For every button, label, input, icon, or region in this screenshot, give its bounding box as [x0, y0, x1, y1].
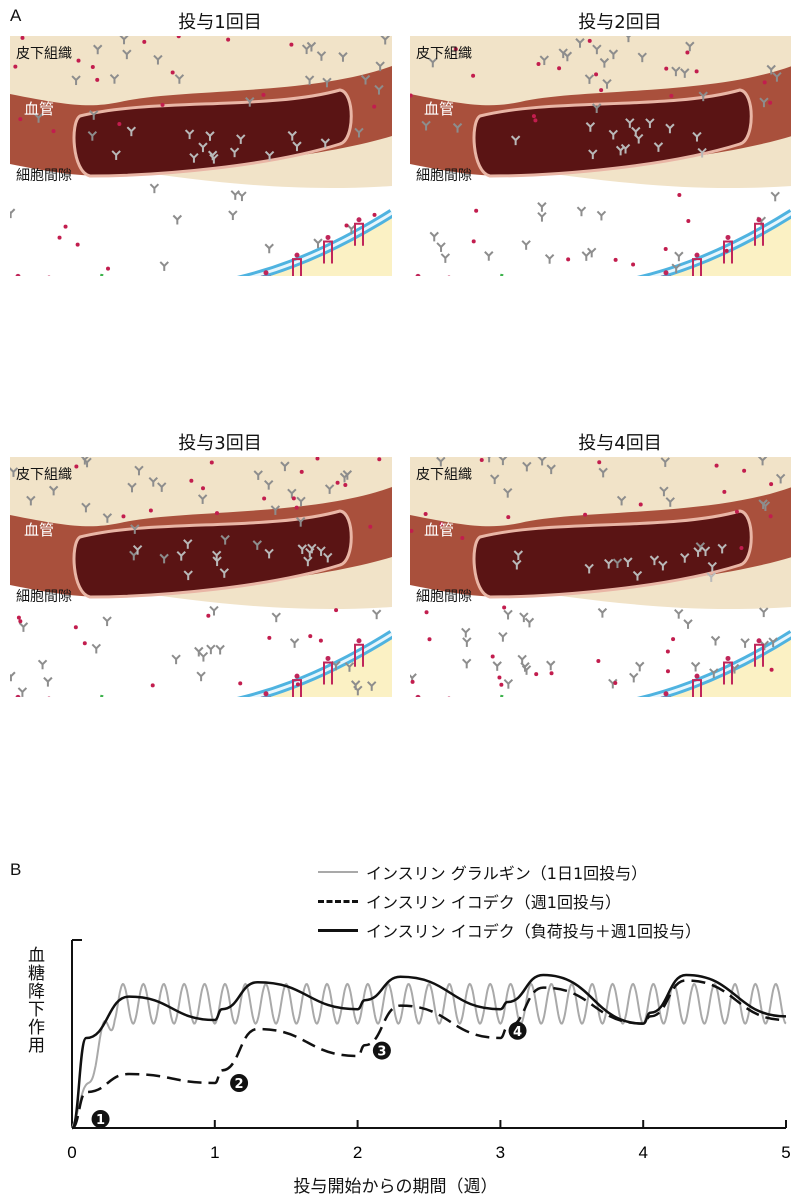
legend-label-icodec-weekly: インスリン イコデク（週1回投与）	[366, 889, 621, 913]
legend-label-icodec-loading: インスリン イコデク（負荷投与＋週1回投与）	[366, 918, 701, 942]
subcutaneous-label-line-1: 皮下組織	[416, 46, 472, 64]
interstitial-label-line-1: 細胞間隙	[416, 168, 472, 186]
legend-item-glargine: インスリン グラルギン（1日1回投与）	[318, 860, 647, 884]
interstitial-label: 細胞間隙	[16, 168, 72, 186]
subcutaneous-label-line-1: 皮下組織	[16, 46, 72, 64]
tile-title-1: 投与1回目	[30, 8, 410, 34]
interstitial-label: 細胞間隙	[416, 589, 472, 607]
legend-swatch-glargine	[318, 871, 358, 873]
panel-a-letter: A	[10, 6, 21, 26]
dose-marker-3	[373, 1042, 391, 1060]
interstitial-label-line-1: 細胞間隙	[16, 589, 72, 607]
x-tick-label-2: 2	[353, 1143, 362, 1162]
legend-item-icodec-weekly: インスリン イコデク（週1回投与）	[318, 889, 621, 913]
legend-item-icodec-loading: インスリン イコデク（負荷投与＋週1回投与）	[318, 918, 701, 942]
y-axis-label: 血糖降下作用	[22, 946, 47, 1054]
vessel-label: 血管	[24, 521, 54, 540]
vessel-label-line-1: 血管	[424, 100, 454, 119]
interstitial-label-line-1: 細胞間隙	[16, 168, 72, 186]
dose-marker-1	[92, 1110, 110, 1128]
vessel-label-line-1: 血管	[424, 521, 454, 540]
dose-marker-4	[509, 1022, 527, 1040]
vessel-label: 血管	[424, 100, 454, 119]
panel-b-letter: B	[10, 860, 21, 880]
interstitial-label: 細胞間隙	[416, 168, 472, 186]
subcutaneous-label: 皮下組織	[416, 467, 472, 485]
tile-title-3: 投与3回目	[30, 429, 410, 455]
dose-marker-2	[230, 1074, 248, 1092]
vessel-label: 血管	[24, 100, 54, 119]
illustration-tile-1: 皮下組織血管細胞間隙細胞内グルコース取込みインスリン受容体への結合と活性化クリア…	[10, 36, 392, 276]
x-tick-label-0: 0	[67, 1143, 76, 1162]
subcutaneous-label: 皮下組織	[16, 46, 72, 64]
tile-title-4: 投与4回目	[430, 429, 791, 455]
dose-marker-label-4: 4	[513, 1025, 522, 1040]
legend-label-glargine: インスリン グラルギン（1日1回投与）	[366, 860, 647, 884]
dose-marker-label-3: 3	[377, 1045, 386, 1060]
series-icodec-weekly-line	[72, 980, 786, 1128]
subcutaneous-label-line-1: 皮下組織	[16, 467, 72, 485]
subcutaneous-label: 皮下組織	[16, 467, 72, 485]
x-axis-label: 投与開始からの期間（週）	[0, 1172, 791, 1197]
vessel-label-line-1: 血管	[24, 100, 54, 119]
series-icodec-loading-line	[72, 975, 786, 1128]
subcutaneous-label: 皮下組織	[416, 46, 472, 64]
tile-title-2: 投与2回目	[430, 8, 791, 34]
illustration-tile-2: 皮下組織血管細胞間隙細胞内グルコース取込みインスリン受容体への結合と活性化クリア…	[410, 36, 791, 276]
dose-marker-label-1: 1	[96, 1113, 105, 1128]
interstitial-label: 細胞間隙	[16, 589, 72, 607]
illustration-tile-3: 皮下組織血管細胞間隙細胞内グルコース取込みインスリン受容体への結合と活性化クリア…	[10, 457, 392, 697]
dose-marker-label-2: 2	[235, 1077, 244, 1092]
legend-swatch-icodec-loading	[318, 929, 358, 932]
x-tick-label-3: 3	[496, 1143, 505, 1162]
subcutaneous-label-line-1: 皮下組織	[416, 467, 472, 485]
illustration-tile-4: 皮下組織血管細胞間隙細胞内グルコース取込みインスリン受容体への結合と活性化クリア…	[410, 457, 791, 697]
interstitial-label-line-1: 細胞間隙	[416, 589, 472, 607]
vessel-label: 血管	[424, 521, 454, 540]
x-tick-label-1: 1	[210, 1143, 219, 1162]
legend-swatch-icodec-weekly	[318, 900, 358, 903]
vessel-label-line-1: 血管	[24, 521, 54, 540]
series-glargine-line	[72, 984, 786, 1128]
x-tick-label-4: 4	[638, 1143, 647, 1162]
x-tick-label-5: 5	[781, 1143, 790, 1162]
